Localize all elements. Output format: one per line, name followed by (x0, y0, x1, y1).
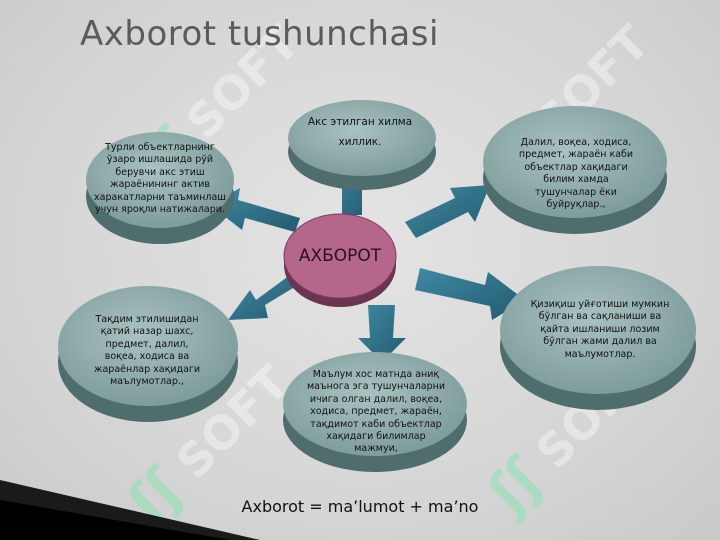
decor-stripe (0, 500, 230, 540)
node-disc-left (58, 286, 238, 422)
node-disc-right (500, 266, 696, 410)
node-label-top: Акс этилган хилма хиллик. (307, 116, 413, 148)
node-label-top-left: Турли объектларнинг ўзаро ишлашида рўй б… (94, 142, 226, 216)
node-label-bottom: Маълум хос матнда аниқ маънога эга тушун… (306, 369, 446, 455)
arrow-to-right (415, 268, 525, 320)
arrow-to-bottom (358, 305, 406, 362)
arrow-to-top-right (405, 185, 490, 238)
arrow-to-left (228, 275, 298, 320)
node-disc-top-left (86, 132, 234, 244)
slide-title: Axborot tushunchasi (80, 14, 439, 54)
node-disc-bottom (283, 352, 467, 472)
node-disc-top (288, 100, 436, 190)
node-label-right: Қизиқиш уйғотиши мумкин бўлган ва сақлан… (530, 299, 670, 360)
formula-text: Axborot = ma’lumot + ma’no (241, 497, 479, 516)
node-label-top-right: Далил, воқеа, ходиса, предмет, жараён ка… (518, 137, 634, 211)
center-node-label: АХБОРОТ (298, 246, 382, 266)
node-label-left: Тақдим этилишидан қатий назар шахс, пред… (93, 314, 201, 388)
center-node-disc (283, 213, 397, 307)
node-disc-top-right (483, 106, 667, 234)
